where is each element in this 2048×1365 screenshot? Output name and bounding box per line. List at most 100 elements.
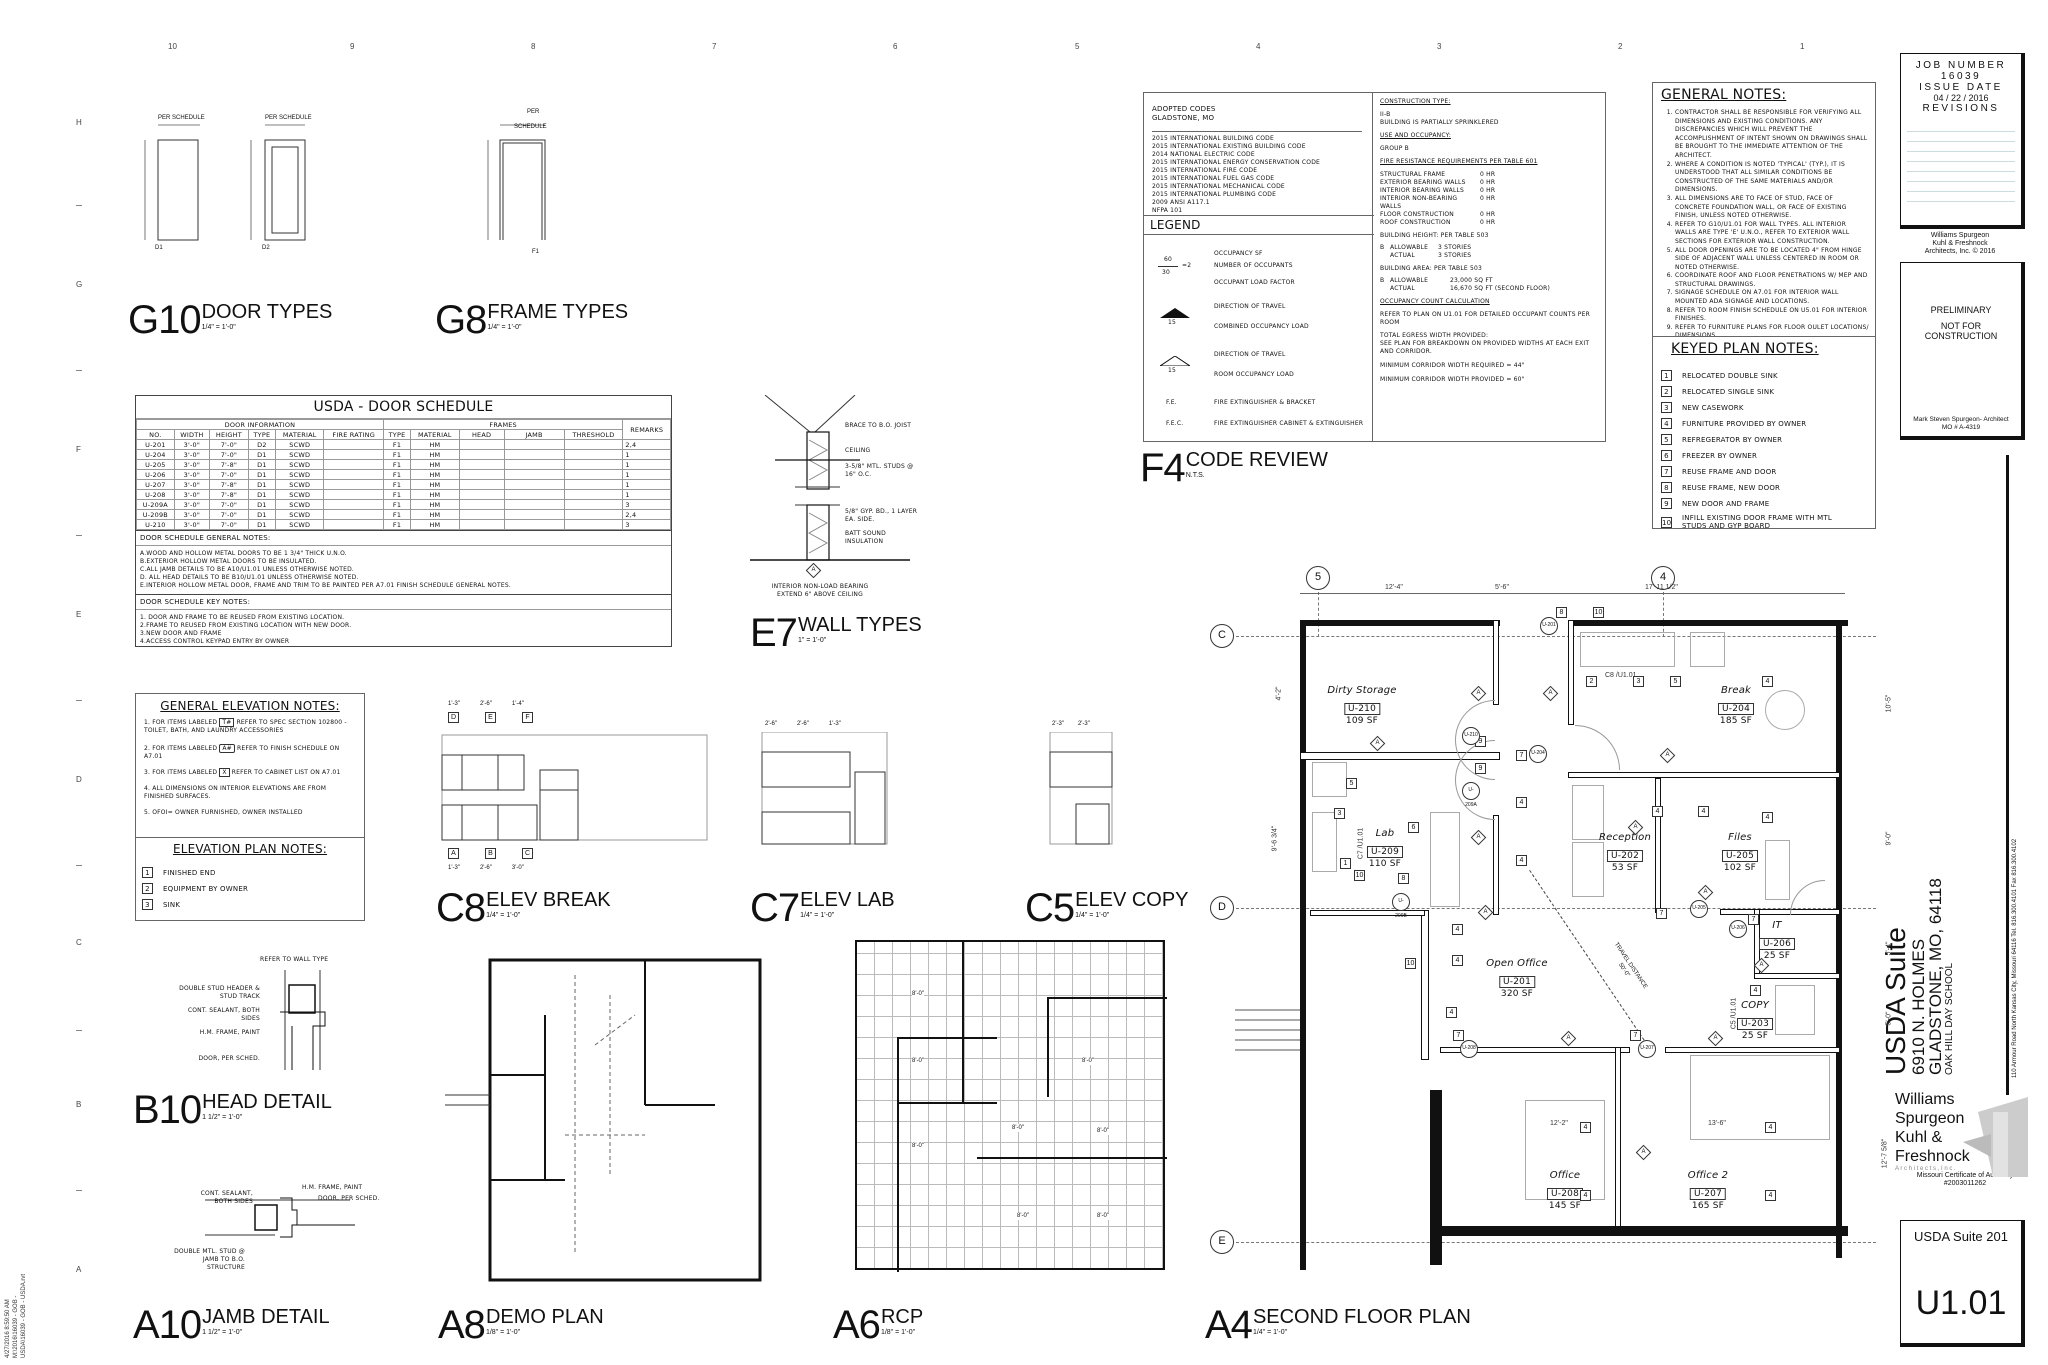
door-schedule-cell: D1 [247, 459, 277, 470]
wall-type-letter: A [1566, 1035, 1571, 1041]
room-number: U-205 [1721, 850, 1759, 862]
grid-bubble-5: 5 [1306, 566, 1330, 590]
copyright-line: Architects, Inc. © 2016 [1924, 248, 1996, 255]
drawing-scale: 1/4" = 1'-0" [800, 912, 835, 919]
keyed-note-tag: 3 [1633, 676, 1644, 687]
drawing-number: G8 [435, 298, 487, 342]
drawing-scale: 1/8" = 1'-0" [880, 1329, 916, 1336]
keyed-note-tag: 4 [1452, 955, 1463, 966]
room-break[interactable]: Break U-204 185 SF [1717, 685, 1755, 726]
code-item: 2015 INTERNATIONAL PLUMBING CODE [1152, 191, 1277, 198]
dim-label: 1'-3" [828, 721, 841, 727]
callout-label: DOUBLE STUD HEADER & STUD TRACK [179, 985, 260, 1000]
door-tag[interactable]: U-208 [1460, 1040, 1478, 1058]
door-schedule-cell: U-205 [136, 459, 175, 470]
keyed-note-tag: 4 [1762, 676, 1773, 687]
drawing-number: A10 [133, 1303, 202, 1347]
firm-name-line: Spurgeon [1895, 1110, 1965, 1127]
general-note-item: ALL DOOR OPENINGS ARE TO BE LOCATED 4" F… [1675, 247, 1869, 273]
door-schedule-cell [503, 459, 565, 470]
key-number: 4 [1661, 418, 1672, 429]
room-office-2[interactable]: Office 2 U-207 165 SF [1688, 1170, 1728, 1211]
room-name: Files [1728, 832, 1752, 843]
room-area: 320 SF [1500, 989, 1534, 999]
legend-label: OCCUPANT LOAD FACTOR [1214, 279, 1295, 286]
keyed-note-tag: 4 [1750, 985, 1761, 996]
key-number: 1 [142, 867, 153, 878]
occupancy-text: REFER TO PLAN ON U1.01 FOR DETAILED OCCU… [1380, 311, 1590, 326]
general-notes-panel: GENERAL NOTES: CONTRACTOR SHALL BE RESPO… [1652, 82, 1876, 530]
door-schedule-cell: 7'-8" [209, 479, 249, 490]
keyed-note-tag: 6 [1408, 822, 1419, 833]
legend-abbr: F.E.C. [1166, 420, 1184, 427]
door-schedule-cell: 3'-0" [173, 449, 211, 460]
dim-label: PER SCHEDULE [265, 115, 312, 121]
cabinet-tag: F [522, 712, 533, 723]
keyed-note-tag: 4 [1580, 1122, 1591, 1133]
firm-name-line: Williams [1895, 1091, 1955, 1108]
files-cabinet [1765, 840, 1790, 900]
door-tag[interactable]: U-210 [1462, 727, 1480, 745]
note-num: 4. [144, 785, 151, 792]
drawing-number: A4 [1205, 1303, 1253, 1347]
room-files[interactable]: Files U-205 102 SF [1721, 832, 1759, 873]
keyed-note-tag: 7 [1630, 1030, 1641, 1041]
door-tag[interactable]: U-207 [1638, 1040, 1656, 1058]
drawing-name: RCP [880, 1306, 924, 1328]
door-schedule-cell: F1 [382, 449, 412, 460]
door-schedule-cell: 7'-8" [209, 459, 249, 470]
door-tag[interactable]: U-204 [1529, 745, 1547, 763]
drawing-name: ELEV BREAK [486, 889, 611, 911]
door-schedule-cell: 7'-0" [209, 519, 249, 530]
door-type-d2-label: D2 [262, 245, 270, 251]
grid-col-5: 5 [1075, 42, 1080, 51]
room-area: 109 SF [1345, 716, 1379, 726]
grid-row-g: G [76, 280, 83, 289]
note-line: 1. DOOR AND FRAME TO BE REUSED FROM EXIS… [140, 614, 345, 621]
door-tag[interactable]: U-201 [1540, 617, 1558, 635]
room-it[interactable]: IT U-206 25 SF [1758, 920, 1796, 961]
elev-break-graphic [441, 734, 708, 841]
door-schedule-cell [458, 489, 505, 500]
door-schedule-cell [323, 479, 384, 490]
keyed-note-tag: 8 [1398, 873, 1409, 884]
door-schedule-cell: SCWD [275, 469, 325, 480]
keyed-note-tag: 4 [1446, 1007, 1457, 1018]
grid-row-b: B [76, 1100, 82, 1109]
room-open-office[interactable]: Open Office U-201 320 SF [1486, 958, 1547, 999]
legend-equals: =2 [1182, 262, 1192, 269]
door-tag[interactable]: U-209B [1392, 893, 1410, 919]
general-notes-title: DOOR SCHEDULE GENERAL NOTES: [136, 530, 671, 546]
dim-label: 9'-0" [1885, 831, 1893, 846]
rcp-wall [1047, 997, 1167, 999]
section-title: CONSTRUCTION TYPE: [1380, 98, 1451, 105]
key-number: 2 [142, 883, 153, 894]
room-reception[interactable]: Reception U-202 53 SF [1599, 832, 1651, 873]
door-tag[interactable]: U-206 [1729, 920, 1747, 938]
exterior-wall [1440, 1226, 1848, 1236]
note-num: 2. [144, 745, 151, 752]
drawing-number: C8 [436, 886, 486, 930]
legend-label: OCCUPANCY SF [1214, 250, 1263, 257]
room-dirty-storage[interactable]: Dirty Storage U-210 109 SF [1327, 685, 1396, 726]
dim-label: 1'-3" [448, 701, 460, 707]
door-schedule-cell: F1 [382, 519, 412, 530]
keyed-note-tag: 4 [1698, 806, 1709, 817]
wall-type-letter: A [1483, 909, 1488, 915]
wall-type-letter: A [1375, 740, 1380, 746]
elevation-notes-title: GENERAL ELEVATION NOTES: [160, 699, 340, 713]
room-lab[interactable]: Lab U-209 110 SF [1366, 828, 1404, 869]
room-office[interactable]: Office U-208 145 SF [1546, 1170, 1584, 1211]
door-tag[interactable]: U-209A [1462, 782, 1480, 808]
door-schedule-cell: U-207 [136, 479, 175, 490]
door-schedule-cell: HM [410, 509, 460, 520]
drawing-number: B10 [133, 1088, 202, 1132]
door-tag[interactable]: U-205 [1690, 900, 1708, 918]
key-text: NEW DOOR AND FRAME [1682, 499, 1770, 508]
fire-row-label: ROOF CONSTRUCTION [1380, 219, 1451, 226]
room-copy[interactable]: COPY U-203 25 SF [1736, 1000, 1774, 1041]
door-schedule-cell: SCWD [275, 459, 325, 470]
